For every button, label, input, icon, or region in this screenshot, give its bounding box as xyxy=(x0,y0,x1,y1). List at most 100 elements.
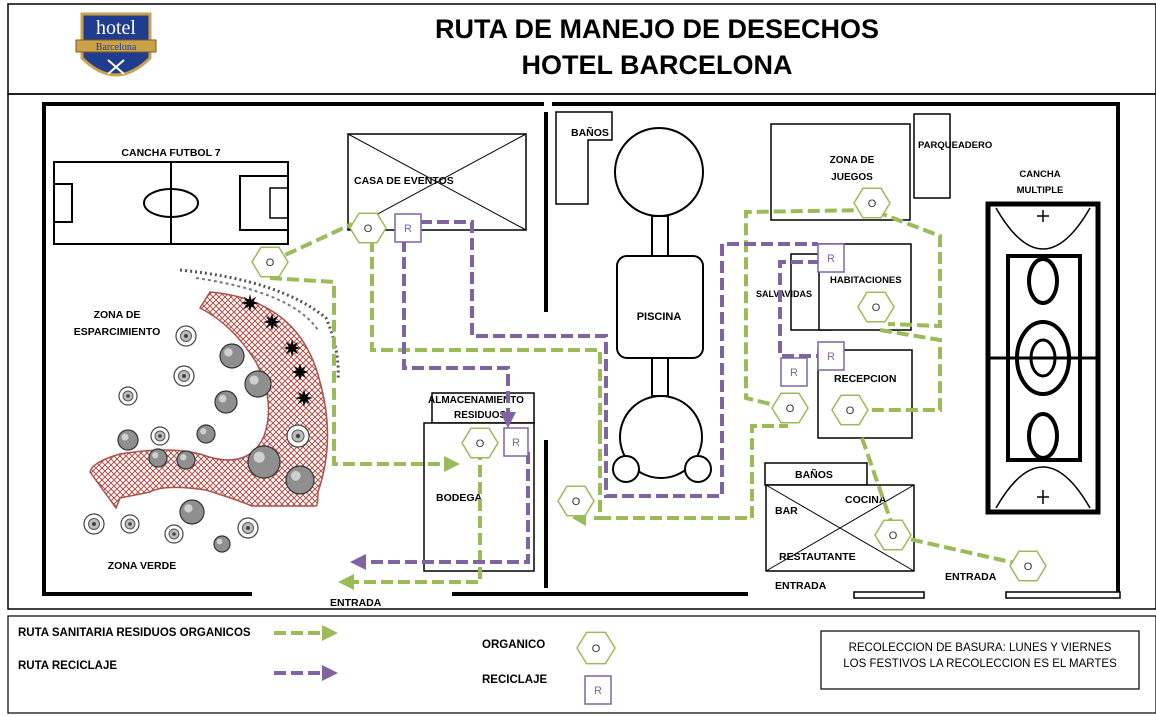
top-bathrooms: BAÑOS xyxy=(555,111,613,205)
recycle-marker-letter: R xyxy=(594,685,602,697)
storage-label-1: ALMACENAMIENTO xyxy=(428,395,524,406)
recycle-marker-letter: R xyxy=(827,253,835,265)
organic-marker-letter: O xyxy=(889,530,898,542)
organic-marker-icon: O xyxy=(251,246,289,278)
game-zone: ZONA DE JUEGOS xyxy=(770,123,911,221)
legend-organic-route-label: RUTA SANITARIA RESIDUOS ORGANICOS xyxy=(18,627,251,639)
green-zone-label: ZONA VERDE xyxy=(108,560,176,572)
legend-recycle-route-label: RUTA RECICLAJE xyxy=(18,660,117,672)
organic-marker-icon: O xyxy=(557,485,595,517)
legend-recycle-label: RECICLAJE xyxy=(482,674,548,686)
organic-marker-icon: O xyxy=(857,291,895,323)
tree-icon xyxy=(214,390,238,414)
logo-text: hotel xyxy=(96,17,136,39)
tree-icon xyxy=(176,450,196,470)
organic-marker-letter: O xyxy=(266,257,275,269)
organic-marker-icon: O xyxy=(874,519,912,551)
organic-marker-icon: O xyxy=(831,394,869,426)
tree-icon xyxy=(213,535,231,553)
tree-icon xyxy=(244,370,272,398)
bottom-bathrooms-label: BAÑOS xyxy=(795,468,833,481)
entrance-mid-label: ENTRADA xyxy=(775,580,827,592)
legend: RUTA SANITARIA RESIDUOS ORGANICOS RUTA R… xyxy=(7,615,1156,714)
leisure-zone-label-2: ESPARCIMIENTO xyxy=(74,326,161,338)
restaurant: BAÑOS BAR COCINA RESTAUTANTE xyxy=(764,462,915,572)
recycle-marker-icon: R xyxy=(584,675,612,705)
recycle-marker-letter: R xyxy=(512,437,520,449)
organic-marker-icon: O xyxy=(349,212,387,244)
shrub-icon xyxy=(150,426,170,446)
schedule-line-2: LOS FESTIVOS LA RECOLECCION ES EL MARTES xyxy=(843,658,1117,670)
tree-icon xyxy=(148,448,168,468)
organic-marker-icon: O xyxy=(771,392,809,424)
organic-marker-letter: O xyxy=(872,302,881,314)
garden: ZONA DE ESPARCIMIENTO ZONA VERDE xyxy=(74,268,340,572)
organic-marker-icon: O xyxy=(461,427,499,459)
palm-icon xyxy=(241,294,259,312)
game-zone-label-1: ZONA DE xyxy=(830,155,875,166)
game-zone-label-2: JUEGOS xyxy=(831,172,873,183)
organic-marker-letter: O xyxy=(846,405,855,417)
recycle-marker-icon: R xyxy=(817,243,845,273)
shrub-icon xyxy=(175,325,197,347)
recycle-route-arrows xyxy=(350,412,516,570)
logo-band-text: Barcelona xyxy=(96,42,137,53)
organic-marker-letter: O xyxy=(476,438,485,450)
legend-organic-label: ORGANICO xyxy=(482,639,545,651)
soccer-field: CANCHA FUTBOL 7 xyxy=(53,147,289,245)
organic-marker-icon: O xyxy=(1009,550,1047,582)
legend-recycle-route-swatch xyxy=(274,665,338,681)
event-house-label: CASA DE EVENTOS xyxy=(354,175,454,187)
tree-icon xyxy=(117,429,139,451)
recycle-marker-icon: R xyxy=(780,357,808,387)
parking: PARQUEADERO xyxy=(913,113,992,199)
schedule-line-1: RECOLECCION DE BASURA: LUNES Y VIERNES xyxy=(849,642,1112,654)
tree-icon xyxy=(179,499,205,525)
lifeguard-label: SALVAVIDAS xyxy=(756,289,812,299)
recycle-route xyxy=(362,220,820,564)
tree-icon xyxy=(247,445,281,479)
tree-icon xyxy=(285,465,315,495)
kitchen-label: COCINA xyxy=(845,494,887,506)
recycle-marker-letter: R xyxy=(790,367,798,379)
organic-marker-letter: O xyxy=(868,198,877,210)
shrub-icon xyxy=(120,514,140,534)
page-title-line1: RUTA DE MANEJO DE DESECHOS xyxy=(435,14,879,44)
top-bathrooms-label: BAÑOS xyxy=(571,126,609,139)
entrance-right-label: ENTRADA xyxy=(945,571,997,583)
legend-markers: OR xyxy=(576,631,616,705)
restaurant-label: RESTAUTANTE xyxy=(779,551,856,563)
organic-markers: O O O O O O O O O O xyxy=(251,187,1047,582)
header: hotel Barcelona RUTA DE MANEJO DE DESECH… xyxy=(7,3,1156,95)
rooms-label: HABITACIONES xyxy=(830,275,902,286)
tree-icon xyxy=(219,343,245,369)
tree-icon xyxy=(196,424,216,444)
recycle-marker-letter: R xyxy=(827,351,835,363)
shrub-icon xyxy=(118,386,138,406)
warehouse-label: BODEGA xyxy=(436,492,483,504)
shrub-icon xyxy=(286,424,310,448)
pool-label: PISCINA xyxy=(637,311,682,323)
legend-organic-route-swatch xyxy=(274,625,338,641)
pool: PISCINA xyxy=(612,127,712,483)
organic-marker-letter: O xyxy=(1024,561,1033,573)
soccer-field-label: CANCHA FUTBOL 7 xyxy=(121,147,220,159)
map-frame xyxy=(7,93,1156,610)
shrub-icon xyxy=(173,365,195,387)
bar-label: BAR xyxy=(775,505,798,517)
organic-marker-letter: O xyxy=(572,496,581,508)
multi-court-label-2: MULTIPLE xyxy=(1017,185,1064,196)
recycle-marker-letter: R xyxy=(404,223,412,235)
recycle-marker-icon: R xyxy=(817,341,845,371)
page-title-line2: HOTEL BARCELONA xyxy=(521,50,792,80)
palm-icon xyxy=(263,313,281,331)
multi-court: CANCHA MULTIPLE xyxy=(985,169,1101,515)
shrub-icon xyxy=(164,524,184,544)
organic-marker-icon: O xyxy=(853,187,891,219)
schedule-box xyxy=(820,630,1140,690)
palm-icon xyxy=(295,389,313,407)
recycle-markers: R R R R R xyxy=(394,213,845,457)
storage-label-2: RESIDUOS xyxy=(454,410,507,421)
shrub-icon xyxy=(237,517,259,539)
reception-label: RECEPCION xyxy=(834,373,896,385)
